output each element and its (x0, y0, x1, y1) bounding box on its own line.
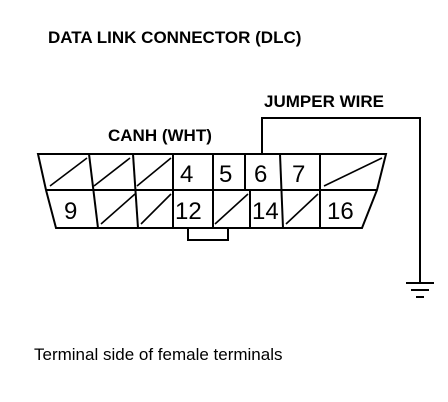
pin-label: 9 (64, 198, 77, 225)
jumper-wire-label: JUMPER WIRE (264, 92, 384, 111)
cell-divider (132, 153, 139, 229)
pin-label: 5 (219, 161, 232, 188)
diagram-title: DATA LINK CONNECTOR (DLC) (48, 28, 301, 47)
pin-label: 7 (292, 161, 305, 188)
jumper-wire (261, 117, 421, 282)
ground-icon (406, 282, 434, 298)
empty-terminal-mark (140, 193, 172, 225)
cell-divider (88, 153, 99, 229)
empty-terminal-mark (136, 157, 172, 187)
empty-terminal-mark (323, 157, 383, 187)
pin-label: 6 (254, 161, 267, 188)
caption-text: Terminal side of female terminals (34, 345, 282, 364)
empty-terminal-mark (49, 157, 88, 187)
pin-label: 16 (327, 198, 354, 225)
empty-terminal-mark (93, 157, 131, 187)
cell-divider (279, 153, 284, 229)
pin-label: 14 (252, 198, 279, 225)
empty-terminal-mark (285, 193, 319, 225)
connector-tab (187, 228, 229, 241)
pin-label: 12 (175, 198, 202, 225)
empty-terminal-mark (214, 193, 249, 225)
empty-terminal-mark (100, 193, 136, 225)
pin-label: 4 (180, 161, 193, 188)
canh-label: CANH (WHT) (108, 126, 212, 145)
